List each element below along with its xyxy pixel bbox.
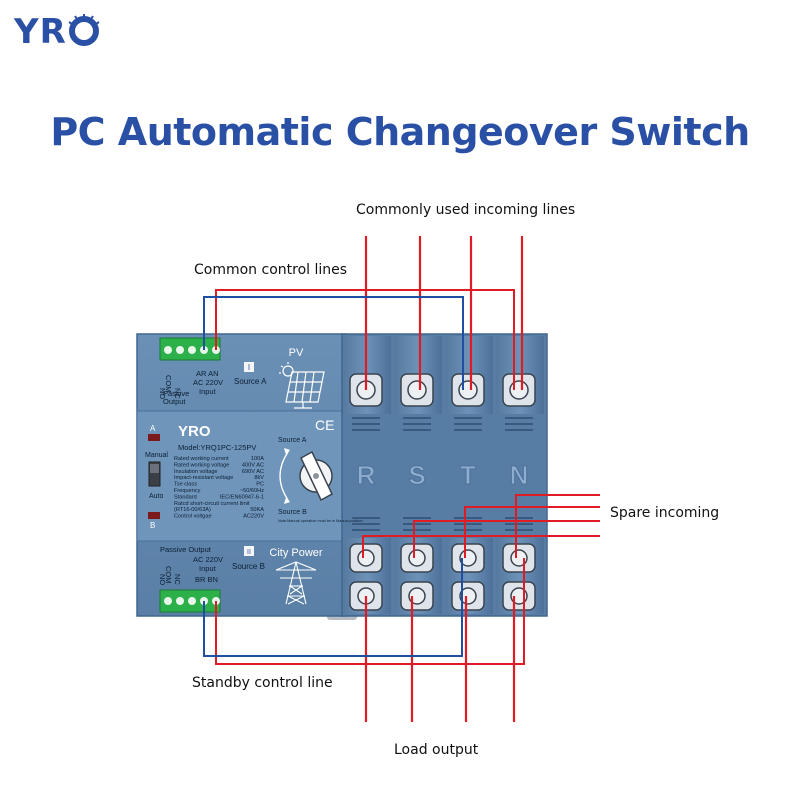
label-br-bn: BR BN xyxy=(195,575,218,584)
arrow-down-icon xyxy=(284,497,290,504)
brand-logo: YRO xyxy=(14,12,101,52)
spec-name: Insulation voltage xyxy=(174,469,218,475)
top-terminal-labels: NO COM NC Passive Output AR AN AC 220V I… xyxy=(158,369,223,406)
spec-name: Control voltgae xyxy=(174,514,212,520)
spec-value: 100A xyxy=(251,456,264,462)
indicator-a-label: A xyxy=(150,424,156,433)
label-passive-bottom: Passive Output xyxy=(160,545,212,554)
callout-common-incoming: Commonly used incoming lines xyxy=(356,202,576,218)
rotary-handle[interactable] xyxy=(299,450,333,502)
arrow-up-icon xyxy=(284,448,290,455)
phase-t: T xyxy=(460,460,476,490)
source-b-num: II xyxy=(247,549,251,556)
spec-name: Impact-resistant voltage xyxy=(174,475,233,481)
device-logo: YRO xyxy=(178,423,211,440)
logo-o-icon: O xyxy=(67,14,101,48)
solar-panel-icon xyxy=(279,362,325,409)
label-com-bottom: COM xyxy=(164,566,173,584)
label-com-top: COM xyxy=(164,375,173,393)
knob-source-a-label: Source A xyxy=(278,437,307,444)
spec-name: Tse class xyxy=(174,482,197,488)
callout-load-output: Load output xyxy=(394,742,479,758)
spec-name: Rated working current xyxy=(174,456,229,462)
common-incoming-wires xyxy=(364,236,524,390)
label-no-top: NO xyxy=(158,388,167,399)
pv-label: PV xyxy=(289,347,304,359)
bottom-control-terminal xyxy=(159,589,221,613)
spec-name: (RT16-00/63A) xyxy=(174,507,211,513)
phase-n: N xyxy=(510,460,529,490)
spec-value: 400V AC xyxy=(242,462,264,468)
page-title: PC Automatic Changeover Switch xyxy=(50,110,750,154)
phase-s: S xyxy=(408,460,425,490)
label-passive-top: Passive xyxy=(163,389,189,398)
logo-text: YR xyxy=(14,12,67,52)
spec-value: ~50/60Hz xyxy=(240,488,264,494)
power-tower-icon xyxy=(275,561,317,605)
spare-incoming-wires xyxy=(362,494,600,558)
mode-selector-knob xyxy=(150,464,159,473)
label-input-bottom: Input xyxy=(199,564,217,573)
auto-label: Auto xyxy=(149,493,164,500)
common-control-wire-blue xyxy=(203,296,464,390)
standby-control-wire-blue xyxy=(203,558,463,657)
common-control-wire-red xyxy=(215,289,515,390)
source-b-box xyxy=(244,546,254,556)
source-a-num: I xyxy=(248,363,250,372)
ce-mark: CE xyxy=(315,417,334,433)
load-output-wires xyxy=(364,596,516,722)
source-a-label: Source A xyxy=(234,377,267,386)
knob-source-b-label: Source B xyxy=(278,509,307,516)
spec-name: Ratcd short-circuit current limit xyxy=(174,501,250,507)
pole-vents xyxy=(352,417,533,531)
knob-arc-icon xyxy=(279,451,289,501)
callout-standby-control: Standby control line xyxy=(192,675,333,691)
label-ac-top: AC 220V xyxy=(193,378,223,387)
city-power-label: City Power xyxy=(269,547,323,559)
callout-common-control: Common control lines xyxy=(194,262,348,278)
bottom-terminal-labels: Passive Output NO COM NC AC 220V Input B… xyxy=(158,545,223,585)
standby-control-wire-red xyxy=(215,558,525,665)
spec-value: PC xyxy=(256,482,264,488)
spec-value: 8kV xyxy=(254,475,264,481)
indicator-b-label: B xyxy=(150,521,155,530)
label-nc-top: NC xyxy=(173,388,182,399)
spec-value: 690V AC xyxy=(242,469,264,475)
spec-name: Rated working voltage xyxy=(174,462,229,468)
label-ar-an: AR AN xyxy=(196,369,219,378)
spec-value: AC220V xyxy=(243,514,264,520)
indicator-a-light xyxy=(148,434,160,441)
indicator-b-light xyxy=(148,512,160,519)
spec-name: Standard xyxy=(174,494,197,500)
label-no-bottom: NO xyxy=(158,574,167,585)
model-label: Model:YRQ1PC-125PV xyxy=(178,443,256,452)
label-input-top: Input xyxy=(199,387,217,396)
label-nc-bottom: NC xyxy=(173,574,182,585)
callout-spare-incoming: Spare incoming xyxy=(610,505,720,521)
source-a-box xyxy=(244,362,254,372)
phase-labels: R S T N xyxy=(356,460,529,491)
source-b-label: Source B xyxy=(232,562,265,571)
top-control-terminal xyxy=(159,337,221,361)
phase-r: R xyxy=(357,460,376,490)
spec-value: IEC/EN60947-6-1 xyxy=(220,494,264,500)
spec-name: Frequency xyxy=(174,488,201,494)
label-output-top: Output xyxy=(163,397,186,406)
manual-label: Manual xyxy=(145,452,168,459)
manual-note: Note:Manual operation must be in Manual … xyxy=(278,519,363,523)
spec-value: 50KA xyxy=(250,507,264,513)
mode-selector[interactable] xyxy=(148,461,161,487)
label-ac-bottom: AC 220V xyxy=(193,555,223,564)
spec-table: Rated working current 100A Rated working v… xyxy=(174,456,264,520)
